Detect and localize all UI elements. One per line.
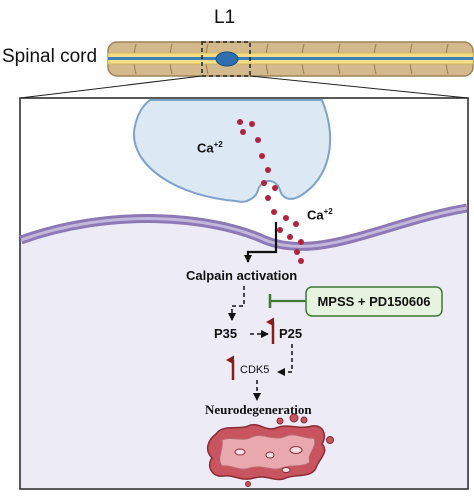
calcium-ion <box>298 258 304 264</box>
central-canal <box>108 57 473 60</box>
calcium-ion <box>293 221 299 227</box>
p35-label: P35 <box>214 326 238 341</box>
inhibitor-label: MPSS + PD150606 <box>317 294 431 309</box>
p25-label: P25 <box>279 326 303 341</box>
calcium-ion <box>283 215 289 221</box>
calcium-charge: +2 <box>213 140 223 149</box>
neurodegeneration-label: Neurodegeneration <box>205 402 312 417</box>
zoom-line-left <box>19 75 203 99</box>
level-label: L1 <box>214 7 236 28</box>
calcium-ion <box>271 209 277 215</box>
calcium-symbol: Ca <box>307 207 324 223</box>
calcium-ion <box>272 185 278 191</box>
calcium-ion <box>259 153 265 159</box>
l1-highlight-box <box>201 41 251 77</box>
inhibitor-box <box>305 286 443 317</box>
postsynaptic-cell <box>21 208 467 488</box>
calcium-ions <box>237 119 304 264</box>
spinal-cord-graphic <box>107 41 474 77</box>
calpain-activation-label: Calpain activation <box>186 268 298 283</box>
calpain-to-p35-arrow <box>228 286 245 321</box>
calcium-influx-arrow <box>244 222 278 263</box>
calcium-ion <box>287 234 293 240</box>
calcium-symbol: Ca <box>197 140 214 156</box>
calcium-ion <box>277 227 283 233</box>
calcium-ion <box>240 129 246 135</box>
calcium-ion <box>249 121 255 127</box>
spinal-cord-label: Spinal cord <box>2 46 98 67</box>
calcium-ion <box>298 239 304 245</box>
cell-membrane-inner <box>20 206 468 248</box>
intracellular-calcium-label: Ca+2 <box>197 140 223 155</box>
calcium-ion <box>265 167 271 173</box>
tissue-fragments <box>245 413 334 487</box>
p25-to-cdk5-arrow <box>277 344 293 376</box>
calcium-charge: +2 <box>323 207 333 216</box>
tissue-holes <box>234 446 303 473</box>
extracellular-calcium-label: Ca+2 <box>307 207 333 222</box>
calcium-ion <box>237 119 243 125</box>
calcium-ion <box>294 249 300 255</box>
calcium-ion <box>261 180 267 186</box>
calcium-ion <box>255 137 261 143</box>
cdk5-label: CDK5 <box>240 364 270 376</box>
zoom-line-right <box>249 75 469 99</box>
damaged-tissue <box>206 413 334 487</box>
presynaptic-terminal <box>132 99 332 203</box>
injury-site <box>215 51 239 67</box>
calcium-ion <box>265 195 271 201</box>
